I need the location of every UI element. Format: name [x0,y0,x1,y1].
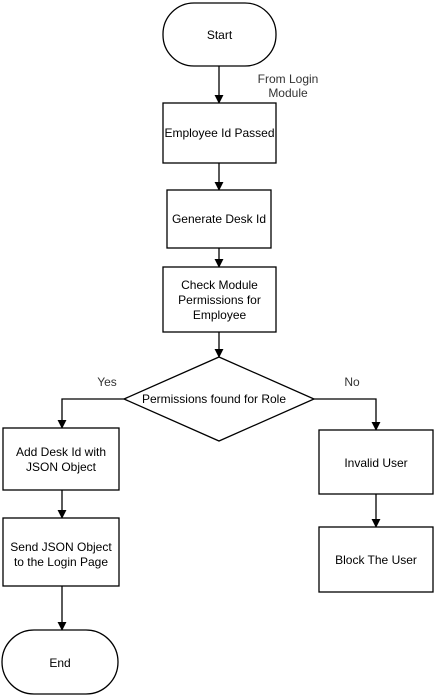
node-check-label-line3: Employee [193,308,247,322]
node-decision-label: Permissions found for Role [142,392,286,406]
node-invalid-user: Invalid User [318,429,434,495]
node-send-json-label-line1: Send JSON Object [10,540,112,554]
node-start-label: Start [207,28,233,42]
edges [57,66,381,631]
node-send-json: Send JSON Object to the Login Page [2,517,120,587]
node-check-label-line1: Check Module [181,278,258,292]
node-block-user-label: Block The User [335,553,417,567]
node-send-json-label-line2: to the Login Page [14,555,108,569]
node-invalid-user-label: Invalid User [344,456,407,470]
edge-label-yes: Yes [97,375,117,389]
node-employee-id: Employee Id Passed [162,102,277,164]
node-employee-id-label: Employee Id Passed [164,126,274,140]
edge-decision-no [314,398,381,431]
node-add-desk-label-line2: JSON Object [26,460,97,474]
node-add-desk: Add Desk Id with JSON Object [2,427,120,491]
node-end-label: End [49,656,70,670]
edge-label-from-login-line1: From Login [258,72,319,86]
node-check-label-line2: Permissions for [178,293,261,307]
node-start: Start [162,2,277,67]
node-generate-desk: Generate Desk Id [166,189,272,249]
node-decision: Permissions found for Role [122,356,316,442]
node-add-desk-label-line1: Add Desk Id with [16,445,106,459]
edge-label-from-login-line2: Module [268,86,308,100]
node-block-user: Block The User [318,526,434,593]
edge-label-no: No [344,375,360,389]
node-check-permissions: Check Module Permissions for Employee [162,266,277,333]
edge-decision-yes [57,398,124,429]
node-generate-desk-label: Generate Desk Id [172,212,266,226]
node-end: End [1,629,119,695]
